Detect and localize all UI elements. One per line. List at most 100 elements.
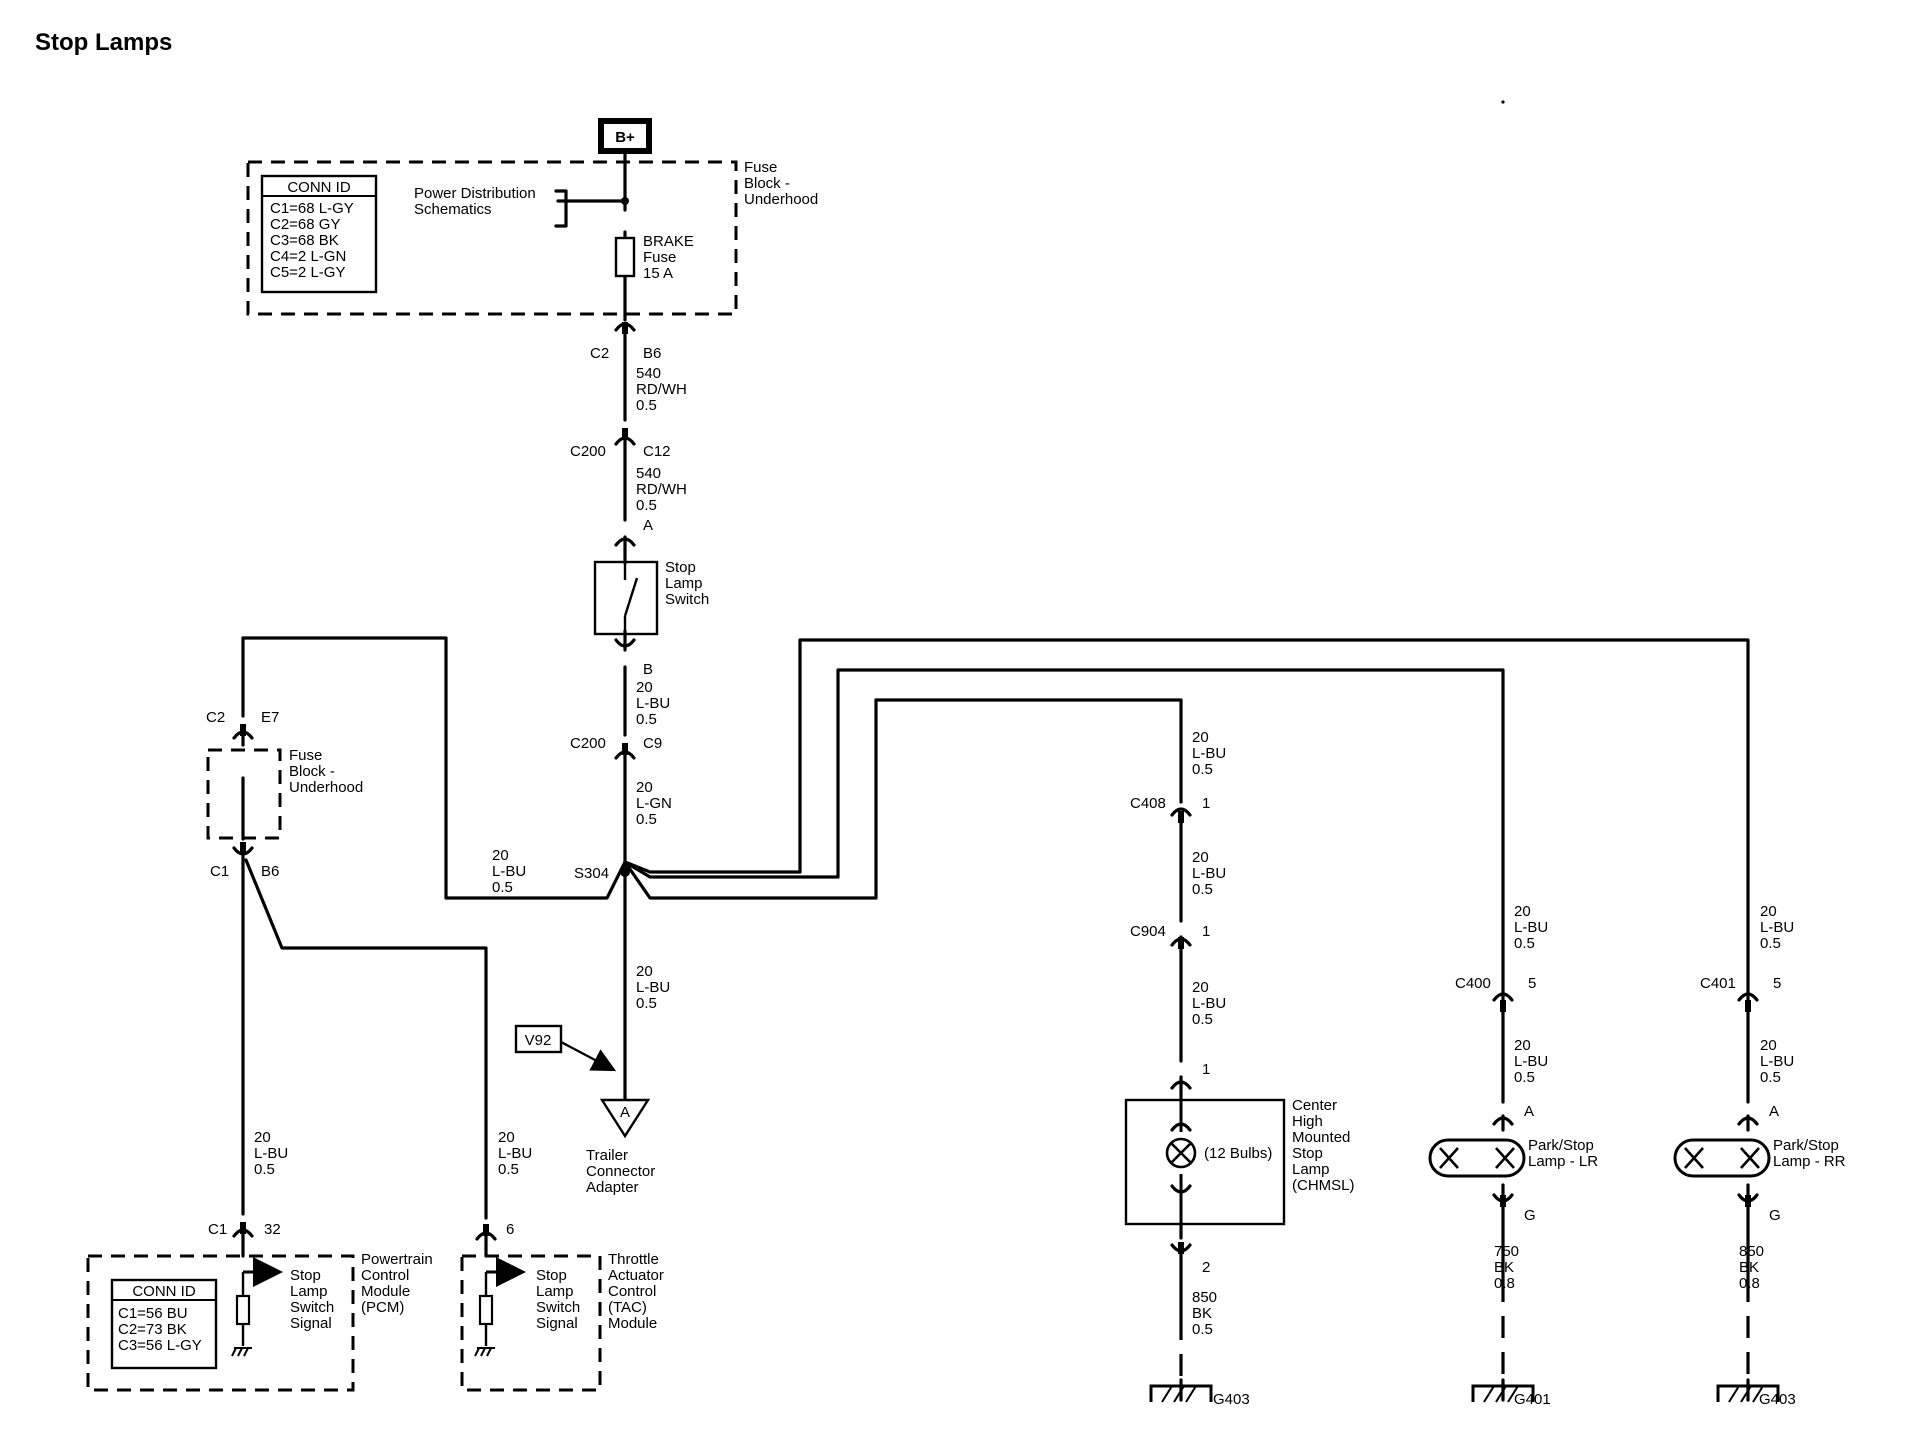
svg-text:C1: C1 [210, 863, 229, 880]
pcm-resistor-icon [235, 1294, 251, 1326]
svg-text:G401: G401 [1514, 1391, 1551, 1408]
connector-symbols: C2 B6 C200 C12 A B C200 C9 C2 E7 [206, 322, 1781, 1276]
svg-text:6: 6 [506, 1221, 514, 1238]
battery-source: B+ [598, 118, 652, 154]
page-title: Stop Lamps [35, 29, 172, 56]
conn-id-table-top [260, 174, 378, 294]
connector-switch-a: A [614, 517, 653, 547]
rr-bulb-icon-1 [1684, 1147, 1704, 1169]
connector-chmsl-1: 1 [1170, 1061, 1210, 1090]
svg-text:C9: C9 [643, 735, 662, 752]
trailer-connector: V92 A Trailer Connector Adapter [514, 1024, 659, 1196]
svg-text:G: G [1524, 1207, 1536, 1224]
conn-id-rows-pcm: C1=56 BU C2=73 BK C3=56 L-GY [118, 1305, 202, 1354]
park-stop-lamp-rr: Park/Stop Lamp - RR [1673, 1137, 1846, 1178]
svg-text:A: A [1524, 1103, 1534, 1120]
power-dist-bracket [554, 189, 568, 228]
brake-fuse-label: BRAKE Fuse 15 A [643, 233, 698, 282]
svg-text:5: 5 [1528, 975, 1536, 992]
fuse-block-top-name: Fuse Block - Underhood [744, 159, 818, 208]
connector-c401: C401 5 [1700, 975, 1781, 1012]
tac-module: Throttle Actuator Control (TAC) Module S… [460, 1251, 668, 1392]
power-distribution-ref: Power Distribution Schematics [414, 185, 540, 218]
chmsl-bulbs-label: (12 Bulbs) [1204, 1145, 1272, 1162]
svg-text:E7: E7 [261, 709, 279, 726]
tac-ground-icon [474, 1347, 495, 1357]
splice-dot [620, 867, 630, 877]
ground-icon [1728, 1385, 1764, 1403]
pcm-name: Powertrain Control Module (PCM) [361, 1251, 437, 1316]
tac-signal-label: Stop Lamp Switch Signal [536, 1267, 584, 1332]
svg-text:G403: G403 [1759, 1391, 1796, 1408]
svg-text:C1: C1 [208, 1221, 227, 1238]
svg-text:C12: C12 [643, 443, 671, 460]
fuse-block-left-label: Fuse Block - Underhood [289, 747, 363, 796]
connector-rr-a: A [1737, 1103, 1779, 1126]
connector-chmsl-2: 2 [1170, 1242, 1210, 1276]
svg-text:A: A [643, 517, 653, 534]
connector-c200-c9: C200 C9 [570, 735, 662, 760]
ground-icon [1161, 1385, 1197, 1403]
tac-name: Throttle Actuator Control (TAC) Module [608, 1251, 668, 1332]
trailer-label: Trailer Connector Adapter [586, 1147, 659, 1196]
lamp-rr-label: Park/Stop Lamp - RR [1773, 1137, 1846, 1170]
svg-text:G403: G403 [1213, 1391, 1250, 1408]
pcm-ground-icon [231, 1347, 252, 1357]
svg-text:C401: C401 [1700, 975, 1736, 992]
splice-s304: S304 [574, 865, 630, 882]
connector-c408: C408 1 [1130, 795, 1210, 823]
svg-text:1: 1 [1202, 923, 1210, 940]
svg-text:1: 1 [1202, 1061, 1210, 1078]
switch-contact-icon [623, 577, 639, 617]
connector-c904: C904 1 [1130, 923, 1210, 949]
svg-text:C408: C408 [1130, 795, 1166, 812]
connector-lr-g: G [1492, 1193, 1536, 1224]
svg-text:C2: C2 [590, 345, 609, 362]
conn-id-table-pcm [110, 1278, 218, 1370]
ground-g403-chmsl: G403 [1149, 1384, 1250, 1408]
fuse-block-underhood-top: Fuse Block - Underhood CONN ID C1=68 L-G… [246, 159, 818, 316]
v92-ref-box [514, 1024, 563, 1054]
brake-fuse-symbol [614, 236, 636, 278]
svg-text:C2: C2 [206, 709, 225, 726]
svg-text:32: 32 [264, 1221, 281, 1238]
svg-text:A: A [620, 1104, 630, 1121]
svg-text:C400: C400 [1455, 975, 1491, 992]
svg-text:G: G [1769, 1207, 1781, 1224]
stop-lamp-switch: Stop Lamp Switch [593, 559, 709, 636]
connector-c1-b6: C1 B6 [210, 842, 279, 880]
connector-c400: C400 5 [1455, 975, 1536, 1012]
connector-lr-a: A [1492, 1103, 1534, 1126]
battery-label: B+ [615, 129, 635, 146]
fuse-block-underhood-left: Fuse Block - Underhood [206, 747, 363, 840]
ground-icon [1483, 1385, 1519, 1403]
connector-rr-g: G [1737, 1193, 1781, 1224]
connector-c200-c12: C200 C12 [570, 428, 671, 460]
rr-bulb-icon-2 [1740, 1147, 1760, 1169]
connector-c2-e7: C2 E7 [206, 709, 279, 740]
svg-text:C904: C904 [1130, 923, 1166, 940]
svg-text:2: 2 [1202, 1259, 1210, 1276]
conn-id-header-top: CONN ID [287, 179, 351, 196]
svg-text:C200: C200 [570, 735, 606, 752]
conn-id-rows-top: C1=68 L-GY C2=68 GY C3=68 BK C4=2 L-GN C… [270, 200, 358, 281]
svg-text:C200: C200 [570, 443, 606, 460]
connector-switch-b: B [614, 638, 653, 678]
power-dist-splice-dot [621, 197, 629, 205]
v92-arrow-icon [560, 1040, 617, 1072]
